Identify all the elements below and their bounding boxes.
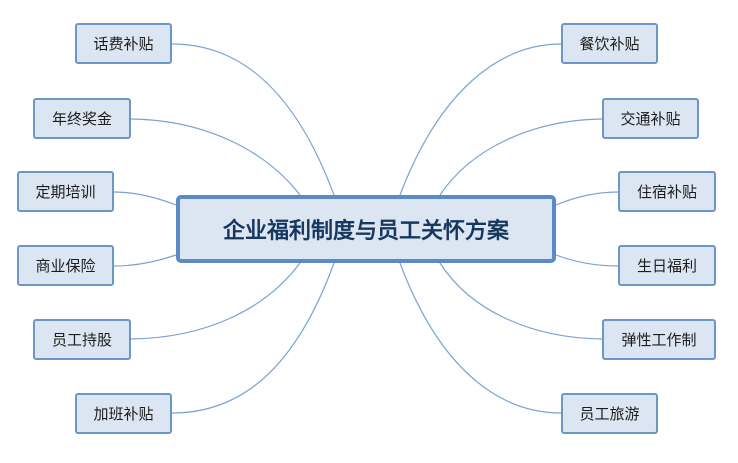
branch-left-4[interactable]: 商业保险 <box>17 245 114 286</box>
link-left-4 <box>113 254 177 267</box>
link-right-3 <box>555 191 619 206</box>
branch-right-4[interactable]: 生日福利 <box>618 245 716 286</box>
central-topic[interactable]: 企业福利制度与员工关怀方案 <box>176 195 556 263</box>
link-left-3 <box>113 191 177 206</box>
link-left-5 <box>130 262 301 340</box>
branch-right-6[interactable]: 员工旅游 <box>561 393 658 434</box>
branch-left-3[interactable]: 定期培训 <box>17 171 114 212</box>
link-right-6 <box>399 262 562 414</box>
branch-right-5[interactable]: 弹性工作制 <box>602 319 716 360</box>
link-left-1 <box>171 43 335 196</box>
link-left-6 <box>171 262 335 414</box>
branch-left-1[interactable]: 话费补贴 <box>75 23 172 64</box>
link-right-5 <box>439 262 603 340</box>
branch-right-3[interactable]: 住宿补贴 <box>618 171 716 212</box>
link-right-1 <box>399 43 562 196</box>
link-right-2 <box>439 118 603 196</box>
link-right-4 <box>555 254 619 267</box>
branch-left-6[interactable]: 加班补贴 <box>75 393 172 434</box>
branch-left-5[interactable]: 员工持股 <box>33 319 131 360</box>
branch-right-1[interactable]: 餐饮补贴 <box>561 23 658 64</box>
link-left-2 <box>130 118 301 196</box>
branch-right-2[interactable]: 交通补贴 <box>602 98 699 139</box>
branch-left-2[interactable]: 年终奖金 <box>33 98 131 139</box>
